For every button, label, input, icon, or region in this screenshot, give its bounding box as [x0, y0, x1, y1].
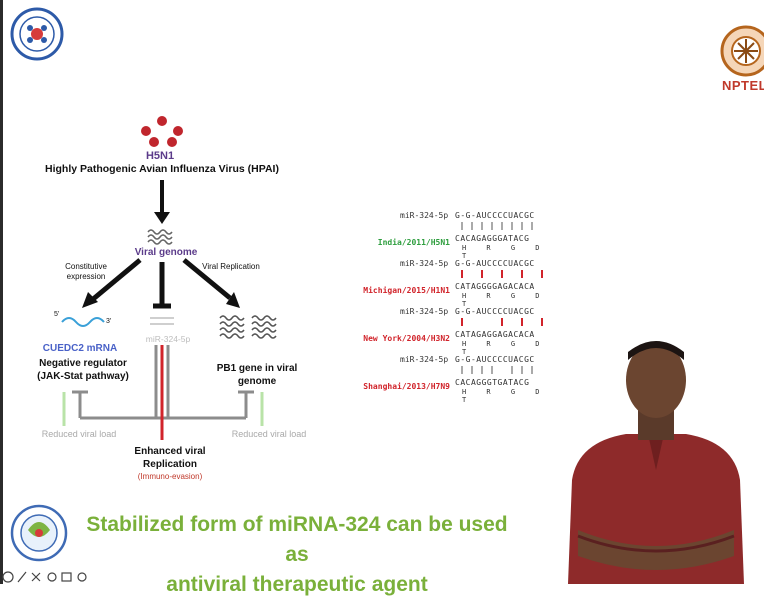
- mirna-row-label: miR-324-5p: [400, 259, 449, 268]
- mirna-sequence: G-G-AUCCCCUACGC: [455, 259, 535, 268]
- conclusion-banner: Stabilized form of miRNA-324 can be used…: [82, 510, 512, 600]
- pointer-icon: [47, 572, 57, 582]
- amino-acids: H R G D T: [462, 340, 548, 356]
- banner-line-2: antiviral therapeutic agent: [166, 573, 428, 596]
- strain-label: New York/2004/H3N2: [363, 334, 450, 343]
- amino-acids: H R G D T: [462, 388, 548, 404]
- negative-regulator-label: Negative regulator (JAK-Stat pathway): [37, 358, 129, 382]
- sequence-alignment: miR-324-5p G-G-AUCCCCUACGC India/2011/H5…: [330, 207, 570, 407]
- presenter-video: [568, 341, 744, 584]
- pb1-genome-icon: [219, 315, 277, 339]
- strain-label: Shanghai/2013/H7N9: [363, 382, 450, 391]
- nptel-logo: [720, 25, 764, 77]
- arrow-right: [182, 258, 232, 300]
- pen-icon: [17, 571, 27, 583]
- enhanced-replication-label: Enhanced viral Replication: [134, 446, 206, 470]
- record-icon: [2, 571, 14, 583]
- cuedc2-label: CUEDC2 mRNA: [42, 343, 118, 354]
- strain-label: Michigan/2015/H1N1: [363, 286, 450, 295]
- strain-sequence: CATAGGGGAGACACA: [455, 282, 535, 291]
- strain-sequence: CACAGAGGGATACG: [455, 234, 530, 243]
- institute-logo: [10, 7, 64, 61]
- immuno-evasion-label: (Immuno-evasion): [137, 472, 203, 481]
- mirna-row-label: miR-324-5p: [400, 307, 449, 316]
- virus-icon: [141, 116, 183, 147]
- reduced-load-left: Reduced viral load: [41, 429, 117, 439]
- amino-acids: H R G D T: [462, 292, 548, 308]
- banner-line-1: Stabilized form of miRNA-324 can be used…: [86, 513, 508, 566]
- eraser-icon: [31, 572, 41, 582]
- pairing-ticks: [461, 318, 543, 326]
- slide-left-border: [0, 0, 3, 584]
- three-prime-label: 3': [106, 318, 112, 325]
- arrow-head-genome: [154, 212, 170, 224]
- pathway-diagram: [61, 180, 277, 440]
- mirna-sequence: G-G-AUCCCCUACGC: [455, 307, 535, 316]
- mirna-sequence: G-G-AUCCCCUACGC: [455, 355, 535, 364]
- viral-replication-label: Viral Replication: [202, 262, 260, 271]
- virus-name: H5N1: [145, 150, 175, 162]
- department-logo: [10, 504, 68, 562]
- zoom-icon: [77, 572, 87, 582]
- pairing-ticks: [461, 270, 543, 278]
- strain-sequence: CATAGAGGAGACACA: [455, 330, 535, 339]
- pairing-ticks: [461, 366, 533, 374]
- constitutive-label: Constitutive expression: [65, 262, 107, 281]
- nptel-label: NPTEL: [722, 78, 764, 93]
- mrna-wave-icon: [61, 317, 105, 327]
- viral-genome-icon: [147, 229, 173, 245]
- player-toolbar: [2, 571, 87, 583]
- strain-sequence: CACAGGGTGATACG: [455, 378, 530, 387]
- amino-acids: H R G D T: [462, 244, 548, 260]
- pairing-ticks: [461, 222, 533, 230]
- five-prime-label: 5': [54, 311, 60, 318]
- pb1-label: PB1 gene in viral genome: [216, 363, 298, 387]
- reduced-load-right: Reduced viral load: [231, 429, 307, 439]
- mirna-label: miR-324-5p: [145, 334, 191, 344]
- mirna-row-label: miR-324-5p: [400, 211, 449, 220]
- screen-icon: [61, 572, 72, 582]
- mirna-row-label: miR-324-5p: [400, 355, 449, 364]
- viral-genome-label: Viral genome: [134, 247, 198, 258]
- mirna-sequence: G-G-AUCCCCUACGC: [455, 211, 535, 220]
- arrow-left: [90, 258, 142, 302]
- strain-label: India/2011/H5N1: [377, 238, 450, 247]
- virus-full-name: Highly Pathogenic Avian Influenza Virus …: [45, 163, 279, 175]
